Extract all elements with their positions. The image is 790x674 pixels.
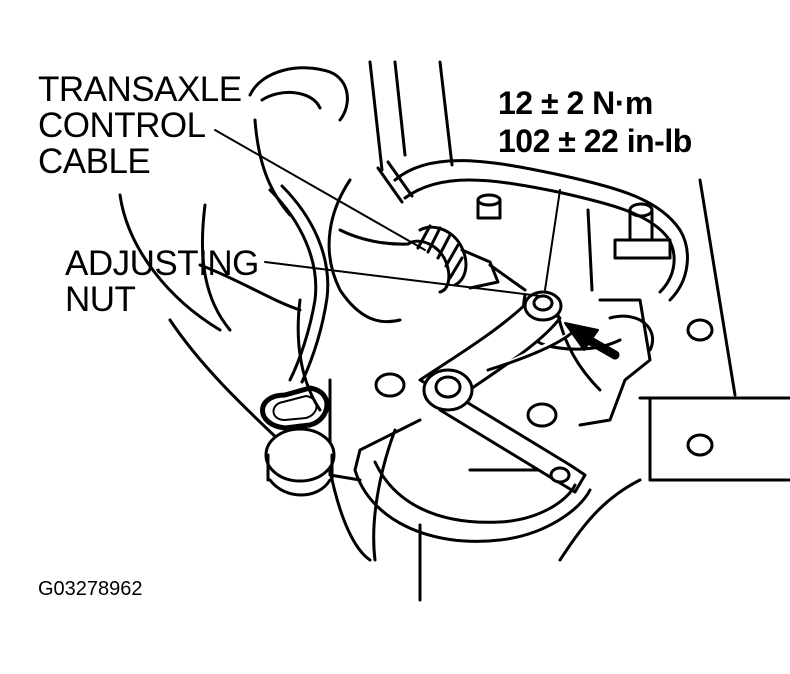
loop-handle — [260, 385, 336, 497]
cable-label-line1: TRANSAXLE — [38, 70, 242, 109]
stud-bolt — [476, 193, 672, 260]
cable-label-line3: CABLE — [38, 142, 151, 181]
figure-id: G03278962 — [38, 578, 143, 600]
hydraulic-pipe — [268, 159, 689, 384]
pointer-arrow — [564, 322, 620, 360]
torque-imperial-label: 102 ± 22 in-lb — [498, 123, 692, 159]
engine-background — [118, 60, 790, 602]
sector-plate — [328, 378, 592, 543]
nut-label-line1: ADJUSTING — [65, 244, 259, 283]
torque-metric-label: 12 ± 2 N·m — [498, 85, 653, 121]
mounting-bolts — [374, 290, 714, 484]
nut-label-line2: NUT — [65, 280, 136, 319]
control-cable — [338, 224, 527, 294]
leader-lines — [214, 129, 561, 297]
cable-label-line2: CONTROL — [38, 106, 206, 145]
